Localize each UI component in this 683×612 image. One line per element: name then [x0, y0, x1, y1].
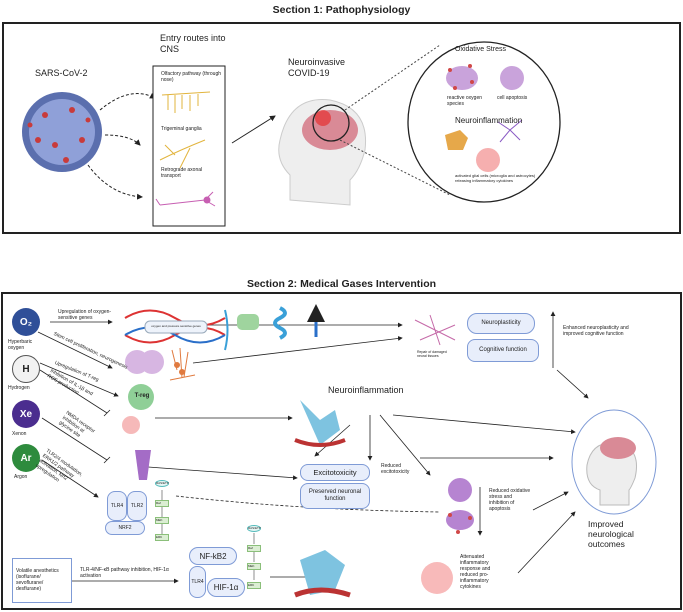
reduced-excitotoxicity-text: Reduced excitotoxicity: [381, 463, 410, 475]
preserved-function-box: Preserved neuronal function: [300, 483, 370, 509]
oxygen-icon: O₂: [12, 308, 40, 336]
glial-label: activated glial cells (microglia and ast…: [455, 173, 536, 183]
tlr4-box-2: TLR4: [189, 566, 206, 598]
xenon-icon: Xe: [12, 400, 40, 428]
xenon-label: Xenon: [12, 431, 27, 437]
dna-label: oxygen and pressure sensitive genes: [151, 324, 201, 328]
apoptosis-label: cell apoptosis: [497, 95, 528, 101]
neuroinflammation-illustration: [294, 400, 346, 447]
outcome-text: Improved neurological outcomes: [588, 519, 634, 550]
section2-title: Section 2: Medical Gases Intervention: [246, 278, 437, 290]
pathway-erk: ERK: [155, 534, 169, 541]
volatile-anesthetics-box: Volatile anesthetics (isoflurane/ sevofl…: [12, 558, 72, 603]
tlr4-box: TLR4: [107, 491, 127, 521]
tlr2-box: TLR2: [127, 491, 147, 521]
neuroinvasive-label: Neuroinvasive COVID-19: [288, 57, 346, 78]
hydrogen-label: Hydrogen: [8, 385, 30, 391]
excitotoxicity-box: Excitotoxicity: [300, 464, 370, 481]
virus-label: SARS-CoV-2: [35, 68, 88, 78]
neuroplasticity-box: Neuroplasticity: [467, 313, 535, 334]
pathway2-raf: Raf: [247, 545, 261, 552]
pathway2-ras: RAS/ETP: [247, 525, 261, 532]
route-trigeminal: Trigeminal ganglia: [161, 126, 202, 132]
attenuated-text: Attenuated inflammatory response and red…: [460, 554, 491, 590]
route-olfactory: Olfactory pathway (through nose): [161, 71, 222, 83]
argon-icon: Ar: [12, 444, 40, 472]
cognitive-function-box: Cognitive function: [467, 339, 539, 362]
hydrogen-icon: H: [12, 355, 40, 383]
neuroinflammation-label: Neuroinflammation: [328, 385, 404, 395]
repair-text: Repair of damaged neural tissues: [417, 350, 447, 359]
virus-icon: [22, 92, 102, 172]
o2-genes-text: Upregulation of oxygen-sensitive genes: [58, 309, 112, 321]
reduced-oxidative-text: Reduced oxidative stress and inhibition …: [489, 488, 531, 512]
volatile-text: TLR-4/NF-κB pathway inhibition, HIF-1α a…: [80, 567, 169, 579]
hif-box: HIF-1α: [207, 578, 245, 597]
enhanced-text: Enhanced neuroplasticity and improved co…: [563, 325, 629, 337]
section1-title: Section 1: Pathophysiology: [272, 4, 411, 16]
head-illustration: [278, 99, 367, 206]
entry-routes-title: Entry routes into CNS: [160, 33, 226, 54]
neuroinflammation-title: Neuroinflammation: [455, 116, 523, 125]
pathway2-mek: MEK: [247, 563, 261, 570]
neural-tissue-icon: [414, 314, 456, 346]
stem-cells-icon: [125, 350, 164, 374]
section1-panel: [2, 22, 681, 234]
treg-label: T-reg: [134, 393, 150, 399]
oxidative-stress-title: Oxidative Stress: [455, 46, 506, 53]
argon-label: Argon: [14, 474, 28, 480]
pathway-raf: Raf: [155, 500, 169, 507]
nfkb2-box: NF-kB2: [189, 547, 237, 565]
pathway2-erk: ERK: [247, 582, 261, 589]
oxygen-label: Hyperbaric oxygen: [8, 339, 33, 351]
pathway-ras: RAS/ETP: [155, 480, 169, 487]
ros-label: reactive oxygen species: [447, 95, 483, 107]
pathway-mek: MEK: [155, 517, 169, 524]
nrf2-box: NRF2: [105, 521, 145, 535]
route-retrograde: Retrograde axonal transport: [161, 167, 203, 179]
